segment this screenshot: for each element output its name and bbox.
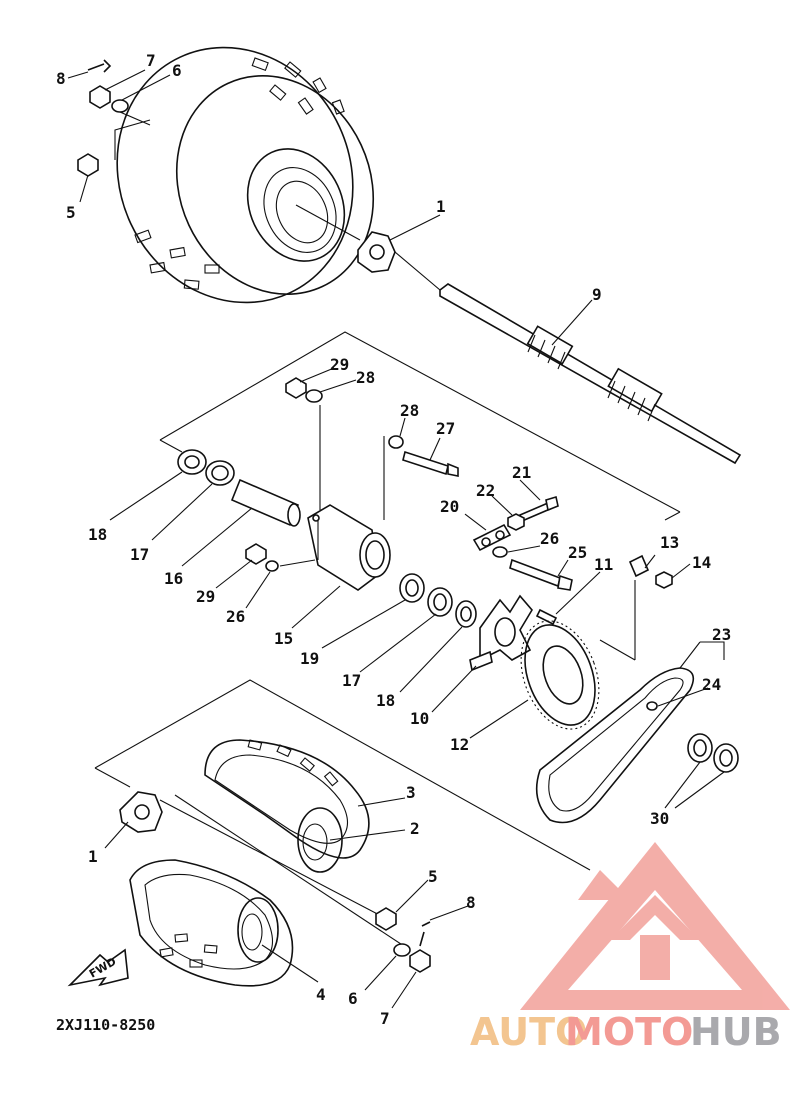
callout-18-right: 18 <box>376 691 395 710</box>
nut-29-lower <box>245 543 316 572</box>
bolt-25 <box>509 558 573 591</box>
callout-7-lower: 7 <box>380 1009 390 1028</box>
bolt-27 <box>383 435 459 520</box>
callout-28-lower: 28 <box>400 401 419 420</box>
bearing-18-left <box>177 449 207 475</box>
callout-13: 13 <box>660 533 679 552</box>
callout-25: 25 <box>568 543 587 562</box>
callout-5-lower: 5 <box>428 867 438 886</box>
callout-14: 14 <box>692 553 711 572</box>
axle <box>439 283 742 465</box>
callout-7-upper: 7 <box>146 51 156 70</box>
callout-19: 19 <box>300 649 319 668</box>
callout-10: 10 <box>410 709 429 728</box>
lower-assembly-frame <box>94 679 591 871</box>
bolt-21 <box>507 495 559 531</box>
bearing-17-left <box>205 460 235 486</box>
callout-16: 16 <box>164 569 183 588</box>
callout-28-upper: 28 <box>356 368 375 387</box>
callout-17-left: 17 <box>130 545 149 564</box>
callout-1-upper: 1 <box>436 197 446 216</box>
callout-6-upper: 6 <box>172 61 182 80</box>
callout-8-upper: 8 <box>56 69 66 88</box>
fwd-arrow: FWD <box>67 948 129 987</box>
lower-hardware <box>375 907 431 973</box>
callout-18-left: 18 <box>88 525 107 544</box>
callout-11: 11 <box>594 555 613 574</box>
callout-1-lower: 1 <box>88 847 98 866</box>
callout-labels: 7 6 8 5 1 9 29 28 28 27 21 22 20 26 25 1… <box>56 51 731 1028</box>
watermark-moto: MOTO <box>565 1010 693 1054</box>
callout-30: 30 <box>650 809 669 828</box>
callout-2: 2 <box>410 819 420 838</box>
callout-17-right: 17 <box>342 671 361 690</box>
spacer-16 <box>230 478 301 527</box>
lower-tire-assembly <box>129 739 411 987</box>
drawing-code: 2XJ110-8250 <box>56 1016 155 1034</box>
seal-18-right <box>455 600 477 628</box>
callout-12: 12 <box>450 735 469 754</box>
watermark-logo <box>520 842 790 1010</box>
callout-22: 22 <box>476 481 495 500</box>
leader-lines <box>67 69 725 1009</box>
callout-15: 15 <box>274 629 293 648</box>
callout-27: 27 <box>436 419 455 438</box>
callout-5-upper: 5 <box>66 203 76 222</box>
callout-29-upper: 29 <box>330 355 349 374</box>
chain-clip-13-14 <box>599 554 673 661</box>
callout-23: 23 <box>712 625 731 644</box>
callout-26-right: 26 <box>540 529 559 548</box>
middle-assembly-frame <box>159 331 681 521</box>
hub-lower <box>119 791 163 833</box>
callout-29-lower: 29 <box>196 587 215 606</box>
callout-4: 4 <box>316 985 326 1004</box>
callout-21: 21 <box>512 463 531 482</box>
callout-9: 9 <box>592 285 602 304</box>
callout-26-left: 26 <box>226 607 245 626</box>
watermark-text: AUTO MOTO HUB <box>470 1010 782 1054</box>
watermark-hub: HUB <box>690 1010 782 1054</box>
upper-hardware <box>77 59 151 177</box>
upper-tire-assembly <box>116 46 375 304</box>
bearing-17-right <box>427 587 453 617</box>
washer-26-right <box>492 546 508 558</box>
hub-upper <box>357 231 441 291</box>
housing-15 <box>307 504 391 591</box>
bearing-19 <box>399 573 425 603</box>
pin-11 <box>535 608 558 626</box>
callout-8-lower: 8 <box>466 893 476 912</box>
callout-3: 3 <box>406 783 416 802</box>
chain-23 <box>535 667 695 824</box>
sprocket-12 <box>520 620 600 730</box>
clamp-20 <box>472 523 512 552</box>
watermark-auto: AUTO <box>470 1010 587 1054</box>
callout-24: 24 <box>702 675 721 694</box>
bearings-30 <box>687 733 739 773</box>
sprocket-hub-10 <box>469 594 533 672</box>
nut-29-upper <box>285 377 323 510</box>
callout-20: 20 <box>440 497 459 516</box>
callout-6-lower: 6 <box>348 989 358 1008</box>
